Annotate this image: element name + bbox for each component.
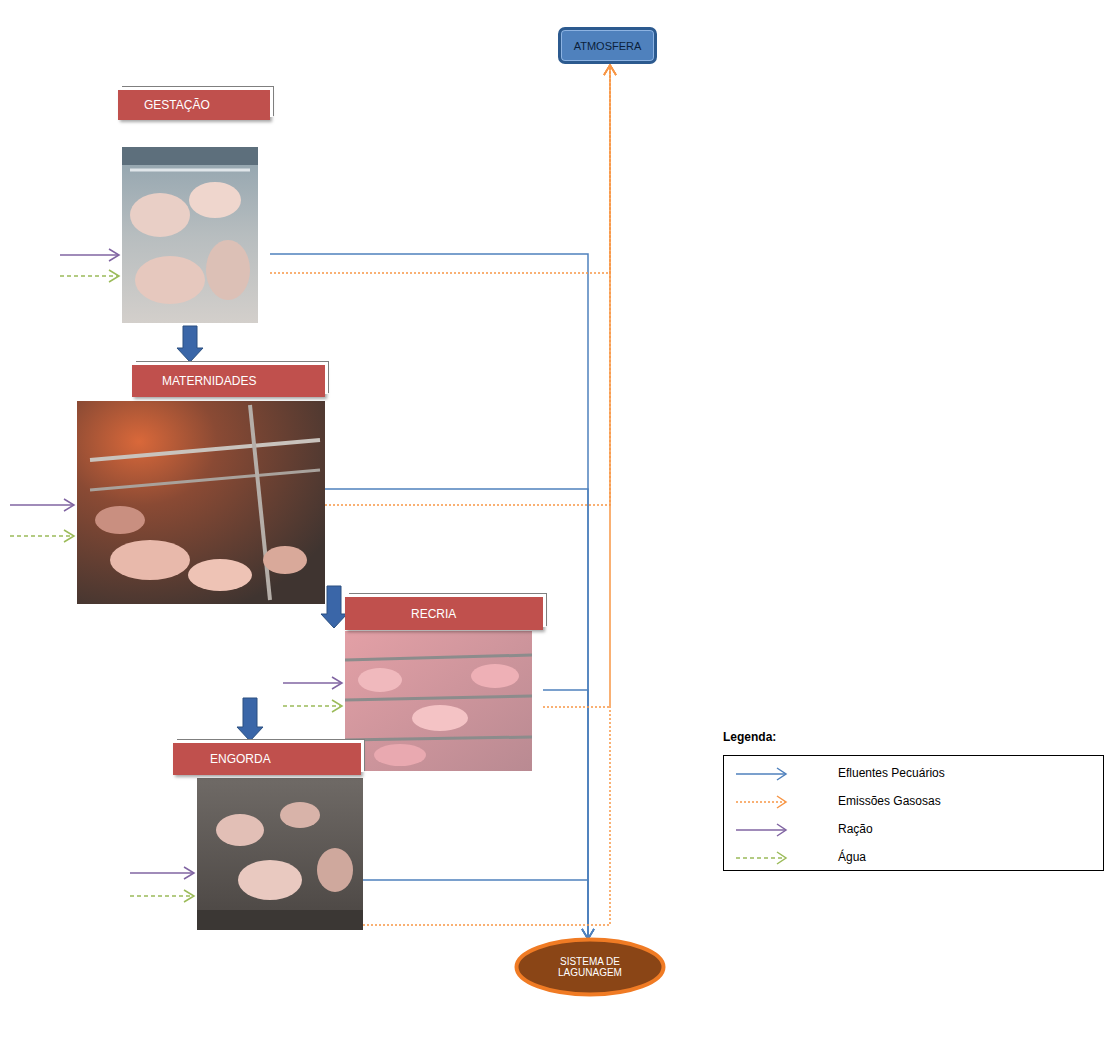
- stage-label-box: ENGORDA: [173, 743, 361, 775]
- legend-row: Efluentes Pecuários: [724, 764, 1103, 784]
- node-label: ATMOSFERA: [574, 40, 642, 52]
- connector: [543, 65, 616, 707]
- legend-line-sample: [732, 792, 792, 812]
- connector: [363, 880, 594, 939]
- stage-group: MATERNIDADES: [77, 365, 325, 604]
- stage-group: RECRIA: [345, 597, 543, 771]
- legend-label: Ração: [838, 822, 873, 836]
- connector: [325, 65, 616, 505]
- legend-box: Efluentes PecuáriosEmissões GasosasRação…: [723, 755, 1104, 871]
- legend-line-sample: [732, 848, 792, 868]
- legend-heading: Legenda:: [723, 730, 776, 744]
- connector: [177, 326, 203, 362]
- stage-name: ENGORDA: [210, 752, 271, 766]
- legend-row: Ração: [724, 820, 1103, 840]
- photo-fattening: [197, 778, 363, 930]
- stage-name: RECRIA: [411, 607, 456, 621]
- connector: [543, 690, 594, 939]
- connector: [270, 254, 594, 939]
- stage-label-box: MATERNIDADES: [132, 365, 325, 397]
- stage-label-box: RECRIA: [345, 597, 543, 630]
- connector: [270, 65, 616, 273]
- legend-row: Água: [724, 848, 1103, 868]
- connector: [325, 489, 594, 939]
- legend-line-sample: [732, 764, 792, 784]
- stage-group: GESTAÇÃO: [118, 90, 270, 323]
- stage-group: ENGORDA: [173, 743, 363, 930]
- lagoon-ellipse: SISTEMA DE LAGUNAGEM: [514, 937, 666, 997]
- connector: [321, 586, 347, 628]
- connector: [363, 65, 616, 925]
- atmosphere-box: ATMOSFERA: [558, 27, 657, 64]
- node-label: SISTEMA DE LAGUNAGEM: [545, 956, 635, 979]
- legend-line-sample: [732, 820, 792, 840]
- photo-maternity: [77, 401, 325, 604]
- legend-row: Emissões Gasosas: [724, 792, 1103, 812]
- input-arrows: [10, 249, 342, 902]
- stage-label-box: GESTAÇÃO: [118, 90, 270, 120]
- legend-label: Efluentes Pecuários: [838, 766, 945, 780]
- legend-label: Emissões Gasosas: [838, 794, 941, 808]
- stage-name: MATERNIDADES: [162, 374, 256, 388]
- photo-gestation: [122, 147, 258, 323]
- stage-name: GESTAÇÃO: [144, 98, 210, 112]
- connector: [237, 698, 263, 741]
- photo-rearing: [345, 631, 532, 771]
- legend-label: Água: [838, 850, 866, 864]
